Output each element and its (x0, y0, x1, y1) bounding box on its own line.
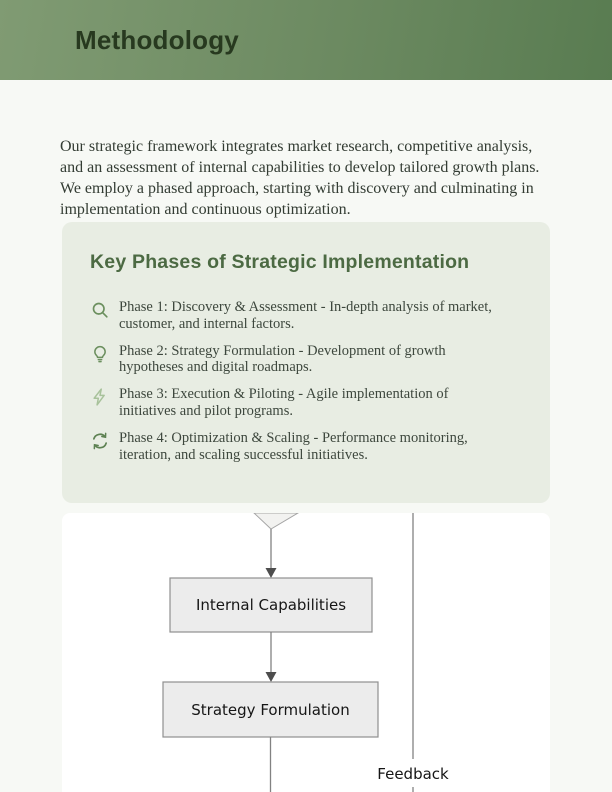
flowchart: Internal Capabilities Strategy Formulati… (162, 513, 449, 792)
page-header-banner: Methodology (0, 0, 612, 80)
refresh-icon (90, 431, 110, 451)
arrowhead-down-icon (265, 672, 277, 682)
phase-list: Phase 1: Discovery & Assessment - In-dep… (90, 299, 522, 463)
flow-node-label: Strategy Formulation (191, 701, 349, 719)
phase-4-text: Phase 4: Optimization & Scaling - Perfor… (119, 429, 468, 463)
list-item: Phase 1: Discovery & Assessment - In-dep… (90, 299, 522, 333)
key-phases-title: Key Phases of Strategic Implementation (90, 251, 470, 273)
list-item: Phase 2: Strategy Formulation - Developm… (90, 343, 522, 377)
key-phases-card: Key Phases of Strategic Implementation P… (62, 222, 550, 503)
intro-paragraph: Our strategic framework integrates marke… (60, 138, 540, 218)
flow-node-label: Internal Capabilities (196, 596, 346, 614)
page-title: Methodology (75, 24, 239, 55)
list-item: Phase 4: Optimization & Scaling - Perfor… (90, 430, 522, 464)
phase-3-text: Phase 3: Execution & Piloting - Agile im… (119, 386, 449, 419)
flowchart-card: Internal Capabilities Strategy Formulati… (62, 513, 550, 792)
flow-node-internal-capabilities (169, 577, 373, 633)
lightning-icon (90, 387, 110, 407)
arrowhead-down-icon (265, 568, 277, 578)
phase-1-text: Phase 1: Discovery & Assessment - In-dep… (119, 299, 492, 332)
search-icon (90, 300, 110, 320)
feedback-edge-label: Feedback (377, 765, 449, 783)
list-item: Phase 3: Execution & Piloting - Agile im… (90, 386, 522, 420)
phase-2-text: Phase 2: Strategy Formulation - Developm… (119, 342, 446, 376)
lightbulb-icon (90, 344, 110, 364)
clipped-diamond-node (253, 513, 299, 530)
